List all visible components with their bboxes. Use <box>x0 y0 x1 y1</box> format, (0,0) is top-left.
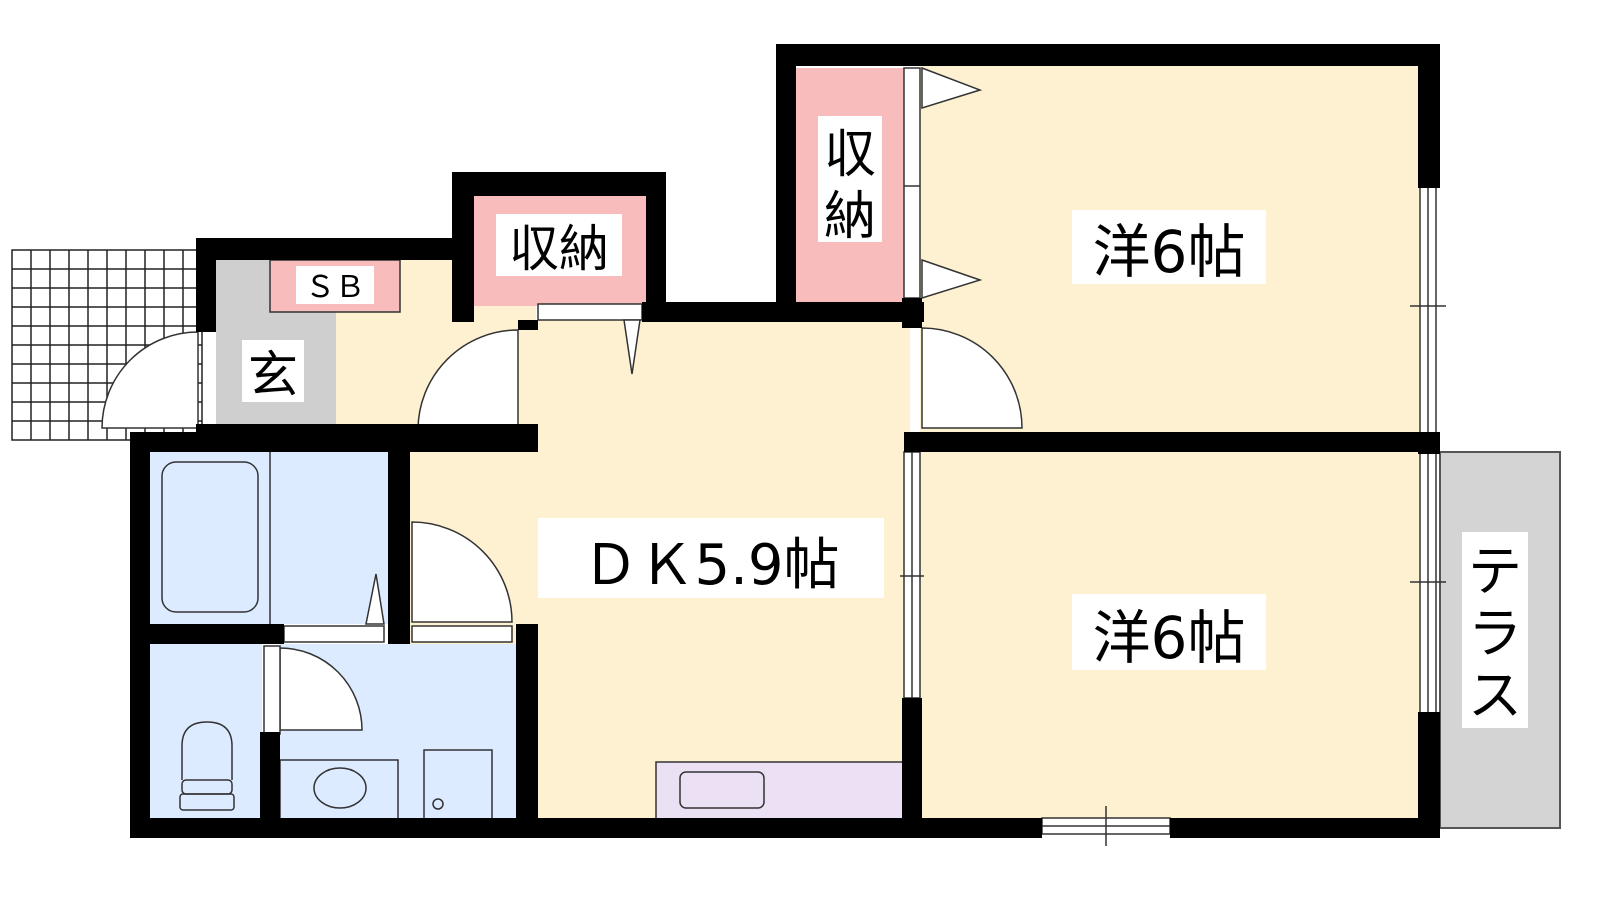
room-upper-door[interactable] <box>921 327 1023 429</box>
toilet-door[interactable] <box>279 647 363 731</box>
terrace-label-2: ラ <box>1468 602 1522 665</box>
hall-door[interactable] <box>417 329 519 431</box>
entrance-label: 玄 <box>248 346 298 404</box>
walls <box>130 44 1440 838</box>
terrace-label-3: ス <box>1468 664 1522 727</box>
western-room-lower-label: 洋6帖 <box>1093 604 1246 672</box>
labels: 洋6帖 洋6帖 ＤＫ5.9帖 収納 収 納 ＳＢ 玄 テ ラ ス <box>242 116 1528 728</box>
western-room-upper-label: 洋6帖 <box>1093 218 1246 286</box>
terrace-label-1: テ <box>1468 540 1522 603</box>
dk-label: ＤＫ5.9帖 <box>582 533 839 598</box>
kitchen-counter <box>655 761 905 823</box>
bath-door[interactable] <box>411 521 513 623</box>
storage-upper-label-2: 納 <box>824 187 876 247</box>
doors <box>101 327 1023 731</box>
wash-basin <box>313 767 367 809</box>
bathtub <box>161 461 259 613</box>
fixtures <box>161 452 493 823</box>
toilet-floor <box>150 644 262 822</box>
storage-upper-label-1: 収 <box>824 125 876 185</box>
shoe-box-label: ＳＢ <box>305 270 365 305</box>
kitchen-sink <box>679 771 765 809</box>
storage-center-label: 収納 <box>509 220 609 278</box>
windows <box>263 66 1446 846</box>
toilet-bowl <box>181 721 233 780</box>
entrance-door[interactable] <box>101 331 199 429</box>
